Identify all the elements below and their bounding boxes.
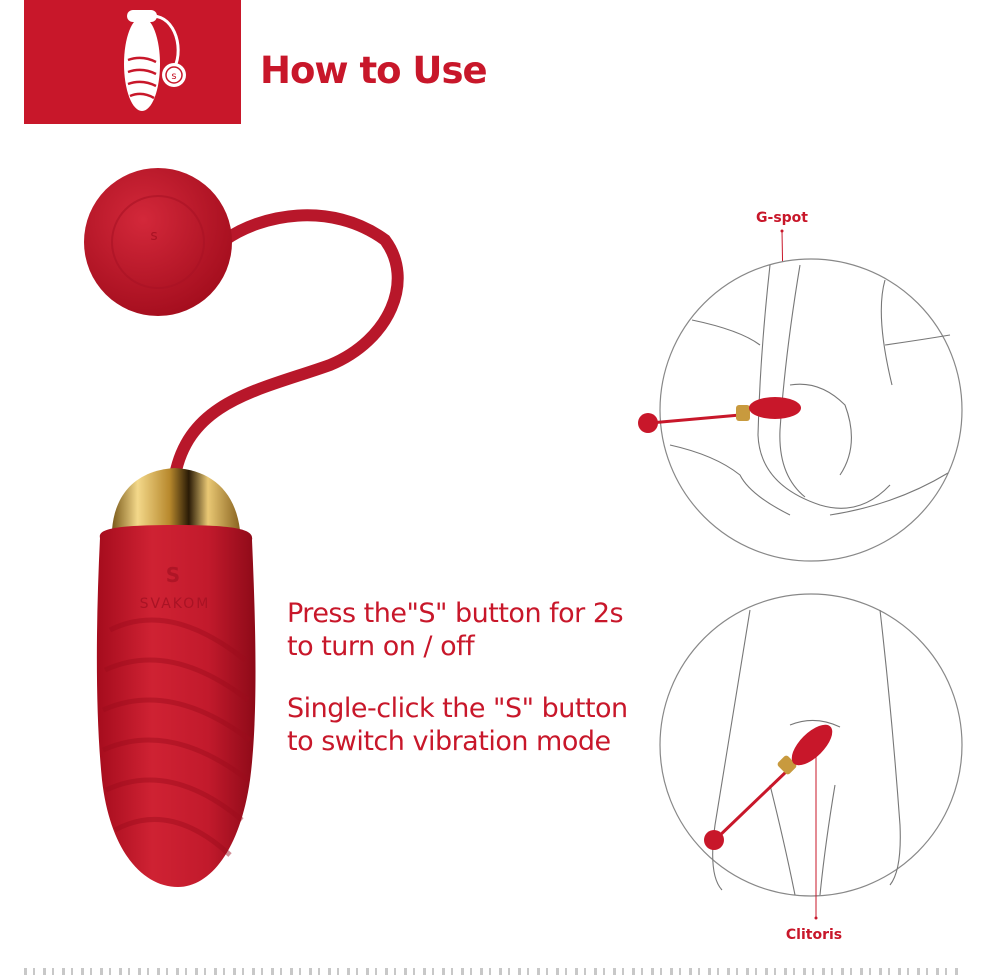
clitoris-label: Clitoris bbox=[786, 927, 842, 943]
instructions: Press the"S" button for 2s to turn on / … bbox=[287, 597, 628, 787]
instruction-mode: Single-click the "S" button to switch vi… bbox=[287, 692, 628, 758]
gspot-label: G-spot bbox=[756, 210, 808, 226]
page-title: How to Use bbox=[260, 49, 488, 92]
remote-ball bbox=[84, 168, 232, 316]
header-logo-block: s bbox=[24, 0, 241, 124]
instruction-power-line1: Press the"S" button for 2s bbox=[287, 598, 624, 629]
s-button-icon: s bbox=[150, 228, 157, 244]
svg-text:s: s bbox=[171, 71, 176, 82]
clitoris-diagram: Clitoris bbox=[630, 585, 975, 955]
svg-text:s: s bbox=[150, 228, 157, 244]
cropped-footer-text bbox=[24, 968, 964, 975]
gspot-diagram: G-spot bbox=[630, 205, 975, 575]
instruction-mode-line1: Single-click the "S" button bbox=[287, 693, 628, 724]
svg-text:S: S bbox=[166, 563, 180, 587]
product-illustration: s S SVAKOM bbox=[70, 160, 410, 905]
bullet-vibrator-icon: s bbox=[124, 10, 186, 111]
instruction-mode-line2: to switch vibration mode bbox=[287, 726, 611, 757]
instruction-power: Press the"S" button for 2s to turn on / … bbox=[287, 597, 628, 663]
instruction-power-line2: to turn on / off bbox=[287, 631, 475, 662]
brand-embossing: SVAKOM bbox=[140, 596, 211, 612]
